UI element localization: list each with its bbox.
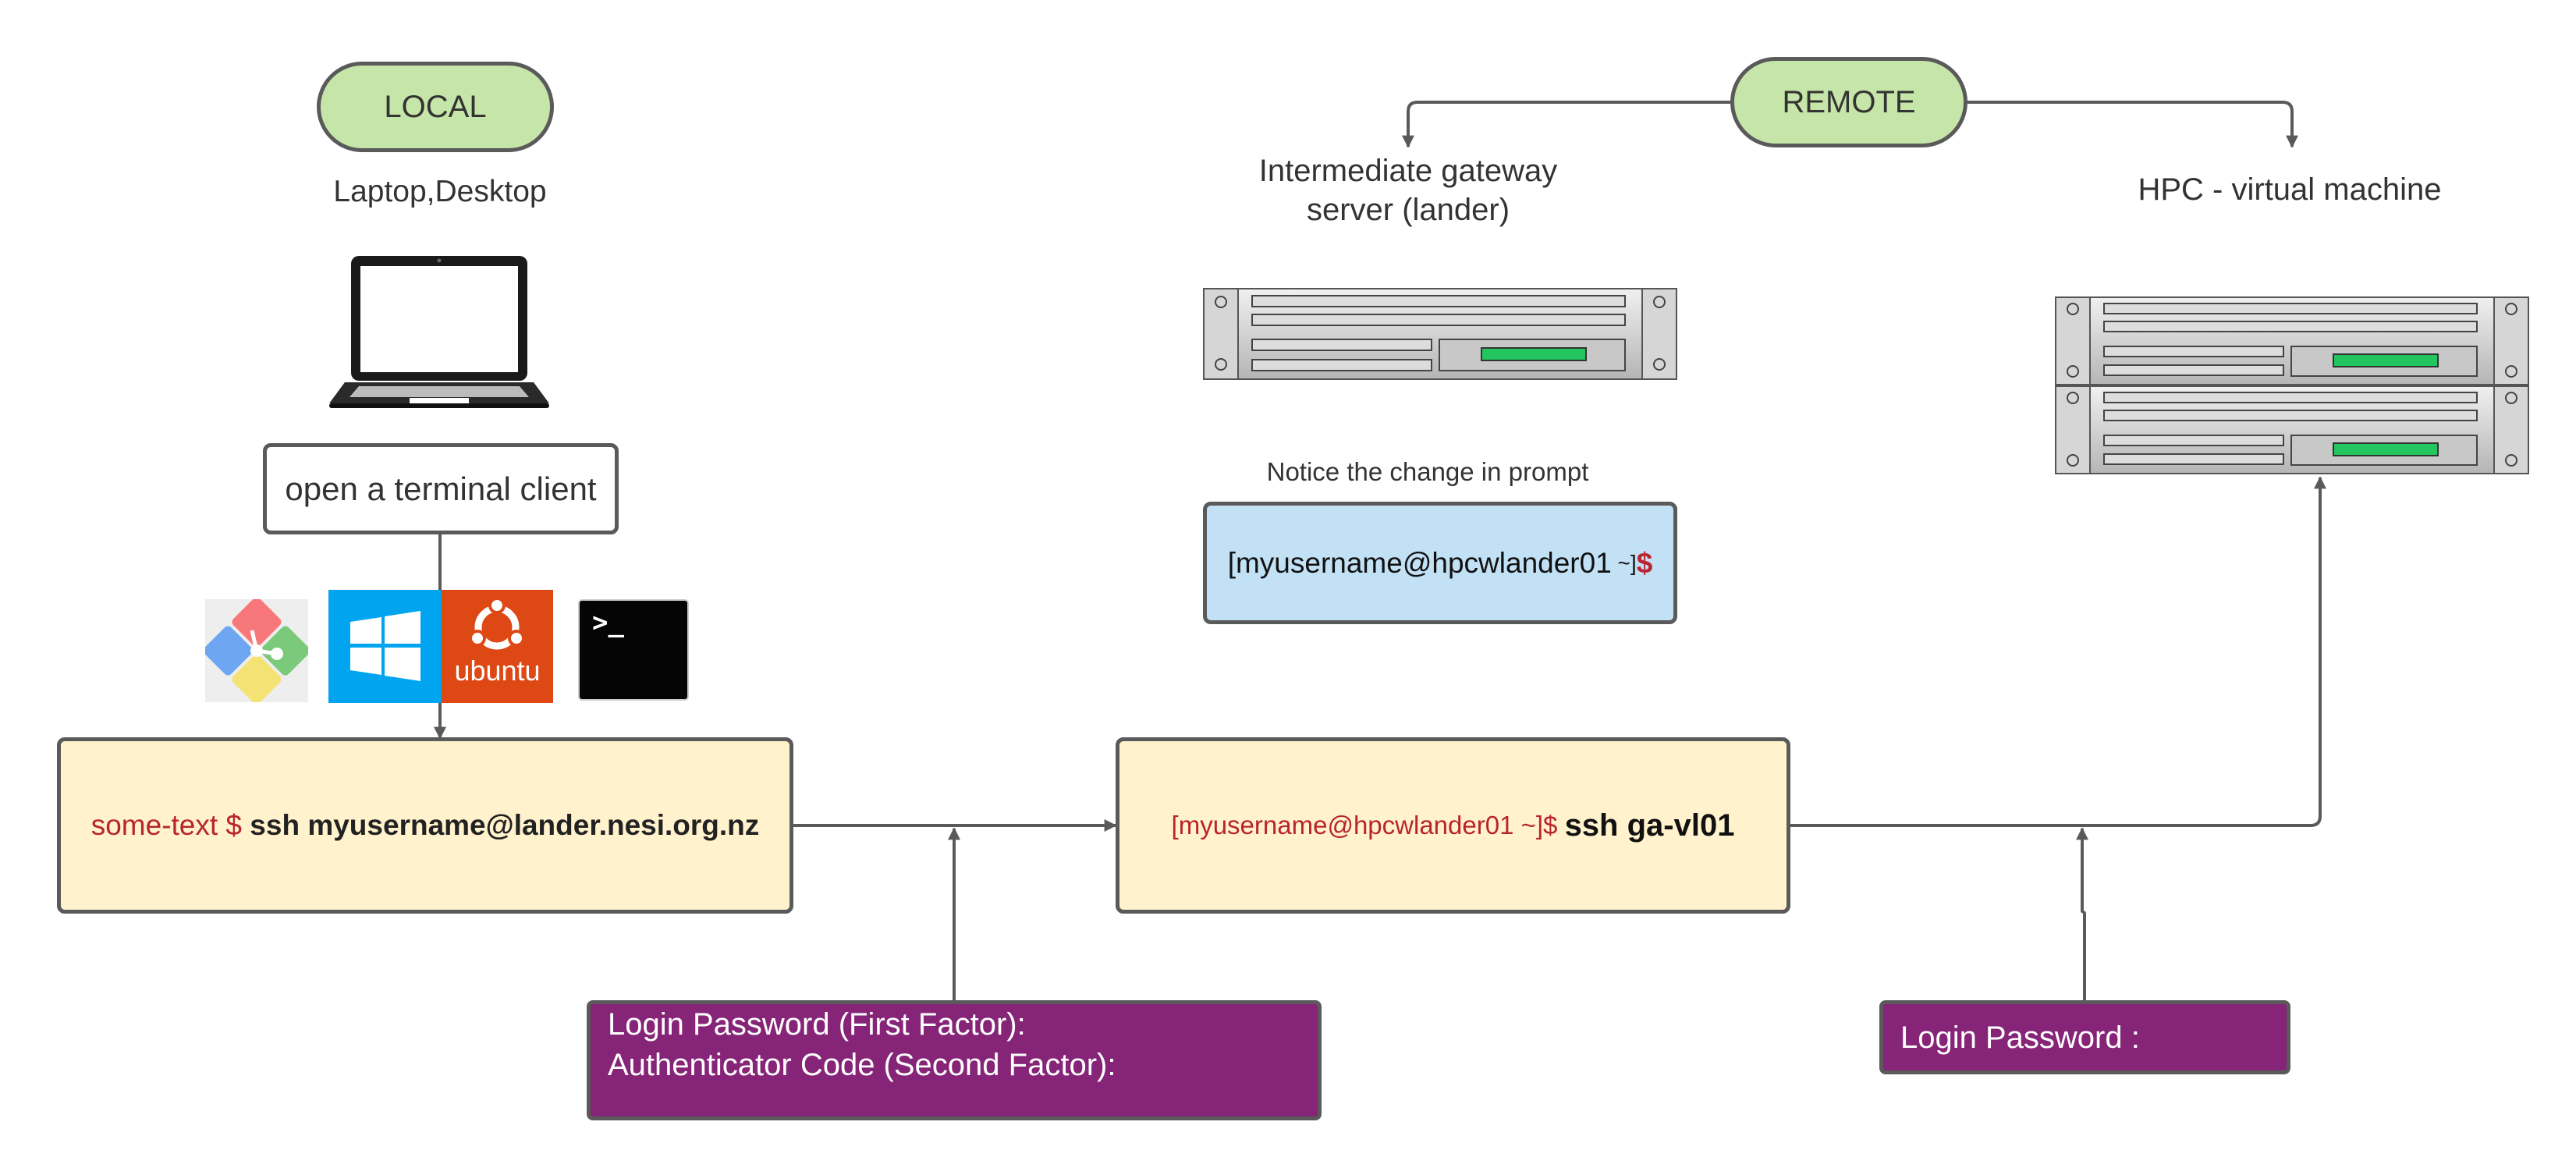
- second-factor-label: Authenticator Code (Second Factor):: [608, 1048, 1116, 1082]
- local-pill: LOCAL: [317, 62, 554, 152]
- remote-to-gateway-arrow: [1402, 101, 1730, 148]
- notice-caption: Notice the change in prompt: [1266, 457, 1589, 486]
- ubuntu-logo-icon: [469, 597, 525, 650]
- gateway-caption: Intermediate gateway server (lander): [1258, 154, 1558, 227]
- terminal-client-box: open a terminal client: [263, 443, 619, 534]
- prompt-tilde: ~]: [1611, 550, 1637, 575]
- first-factor-label: Login Password (First Factor):: [608, 1007, 1026, 1042]
- local-pill-label: LOCAL: [384, 89, 487, 124]
- hpc-password-label: Login Password :: [1900, 1020, 2140, 1055]
- local-ssh-command: ssh myusername@lander.nesi.org.nz: [250, 809, 760, 841]
- device-caption: Laptop,Desktop: [333, 175, 547, 208]
- local-command-box: some-text $ ssh myusername@lander.nesi.o…: [57, 737, 793, 914]
- remote-pill-label: REMOTE: [1782, 84, 1916, 119]
- gateway-prompt-prefix: [myusername@hpcwlander01 ~]$: [1171, 811, 1565, 840]
- gateway-server-icon: [1203, 288, 1677, 380]
- auth-second-arrow: [2076, 827, 2088, 1000]
- terminal-prompt-glyph: >_: [592, 607, 624, 638]
- git-bash-icon: [205, 599, 308, 702]
- prompt-user: [myusername@hpcwlander01: [1227, 546, 1612, 579]
- first-auth-box: Login Password (First Factor): Authentic…: [587, 1000, 1322, 1120]
- local-prompt-prefix: some-text $: [90, 809, 250, 841]
- terminal-icon: >_: [578, 599, 689, 701]
- ubuntu-wordmark: ubuntu: [454, 655, 541, 687]
- windows-icon: [328, 590, 442, 703]
- prompt-symbol: $: [1636, 546, 1653, 579]
- gateway-command-box: [myusername@hpcwlander01 ~]$ ssh ga-vl01: [1116, 737, 1790, 914]
- hpc-caption: HPC - virtual machine: [2138, 172, 2442, 207]
- terminal-client-label: open a terminal client: [285, 470, 597, 507]
- laptop-icon: [329, 256, 549, 408]
- second-auth-box: Login Password :: [1879, 1000, 2290, 1074]
- hpc-server-icon: [2055, 296, 2529, 474]
- gateway-ssh-command: ssh ga-vl01: [1564, 808, 1735, 843]
- gateway-prompt-box: [myusername@hpcwlander01 ~] $: [1203, 502, 1677, 624]
- gateway-to-hpc-arrow: [1790, 476, 2326, 827]
- ubuntu-icon: ubuntu: [442, 590, 553, 703]
- remote-pill: REMOTE: [1730, 57, 1967, 147]
- remote-to-hpc-arrow: [1967, 101, 2298, 148]
